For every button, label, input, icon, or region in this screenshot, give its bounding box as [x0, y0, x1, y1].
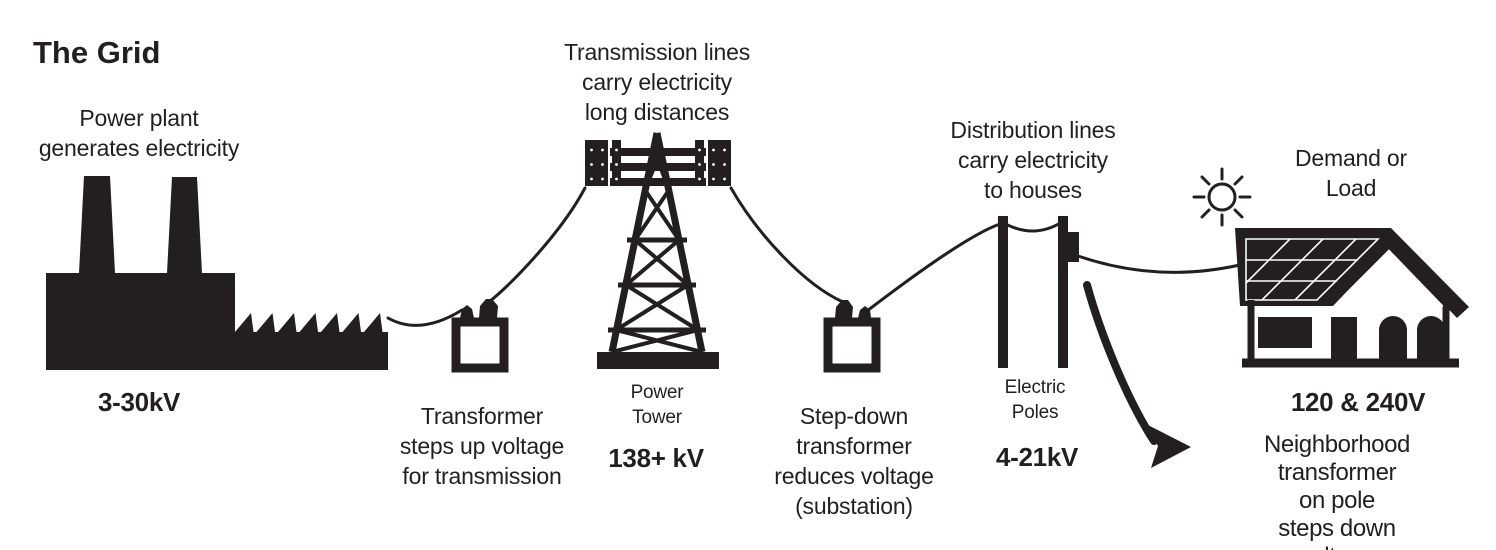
wire-substation-to-pole: [865, 222, 1002, 313]
pole: [998, 216, 1008, 368]
house-icon: [1235, 228, 1469, 368]
sun-icon: [1192, 167, 1252, 227]
power-line-wires: [386, 186, 1246, 327]
step-up-transformer-label: Transformer steps up voltage for transmi…: [399, 403, 565, 489]
insulator-knob: [460, 305, 474, 318]
crossarm-block: [585, 140, 608, 186]
page-title: The Grid: [33, 35, 161, 70]
house-arch-window: [1417, 316, 1445, 364]
transmission-voltage: 138+ kV: [608, 443, 704, 473]
plant-building: [46, 273, 388, 370]
house-roof: [1235, 228, 1469, 318]
neighborhood-transformer-note: Neighborhood transformer on pole steps d…: [1264, 431, 1410, 550]
tower-cross-bars: [608, 237, 706, 333]
wire-transformer-to-tower: [487, 186, 587, 304]
crossarm-bar: [612, 140, 621, 186]
crossarm-block: [708, 140, 731, 186]
arrow-shaft: [1083, 281, 1158, 445]
power-plant-voltage: 3-30kV: [97, 387, 181, 417]
distribution-voltage: 4-21kV: [995, 442, 1079, 472]
wire-between-poles: [1000, 220, 1064, 233]
plant-chimney: [79, 176, 115, 273]
demand-load-label: Demand or Load: [1295, 145, 1407, 201]
insulator-knob: [479, 299, 498, 318]
pole: [1058, 216, 1068, 368]
house-door: [1331, 317, 1357, 365]
demand-voltage: 120 & 240V: [1290, 387, 1426, 417]
wire-plant-to-transformer: [386, 308, 464, 327]
power-tower-icon: [585, 132, 731, 369]
arrow-head: [1146, 424, 1191, 468]
house-window: [1258, 317, 1312, 348]
crossarm-bars: [610, 148, 706, 186]
electric-poles-caption: Electric Poles: [1004, 377, 1066, 423]
power-tower-caption: Power Tower: [630, 382, 684, 428]
insulator-knob: [835, 300, 853, 318]
house-walls: [1247, 300, 1450, 366]
step-down-transformer-icon: [823, 300, 881, 373]
power-plant-label: Power plant generates electricity: [38, 105, 240, 161]
wire-pole-to-house: [1076, 254, 1246, 274]
solar-panel-icon: [1245, 238, 1380, 301]
flow-arrow-icon: [1083, 281, 1191, 468]
transformer-box: [451, 317, 509, 373]
crossarm-rivets: [590, 148, 726, 181]
electric-poles-icon: [998, 216, 1079, 368]
wire-tower-to-substation: [729, 186, 845, 304]
distribution-lines-label: Distribution lines carry electricity to …: [950, 117, 1116, 203]
power-plant-icon: [46, 176, 388, 370]
crossarm-bar: [695, 140, 704, 186]
tower-base: [597, 352, 719, 369]
step-up-transformer-icon: [451, 299, 509, 373]
transmission-lines-label: Transmission lines carry electricity lon…: [564, 39, 750, 125]
pole-transformer-icon: [1061, 232, 1079, 262]
plant-chimney: [167, 177, 202, 273]
insulator-knob: [858, 306, 871, 318]
transformer-box: [823, 317, 881, 373]
step-down-transformer-label: Step-down transformer reduces voltage (s…: [774, 403, 934, 519]
house-arch-window: [1379, 316, 1407, 364]
